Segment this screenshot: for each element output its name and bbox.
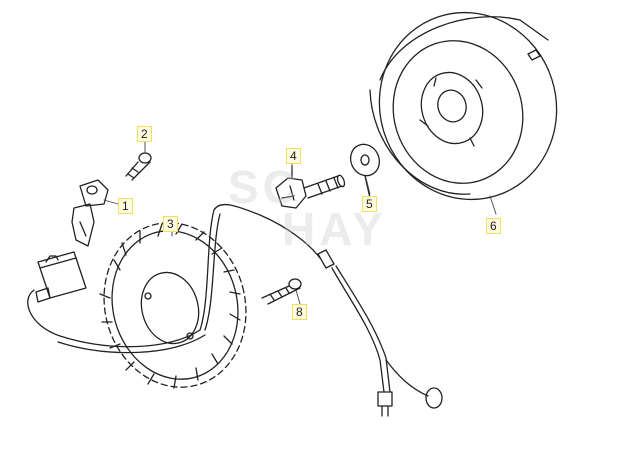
stator-bolt bbox=[261, 278, 302, 305]
callout-8: 8 bbox=[292, 304, 307, 320]
stator-coil bbox=[99, 222, 247, 389]
flywheel-rotor bbox=[369, 11, 558, 201]
leader-lines bbox=[103, 141, 497, 305]
pulser-screw bbox=[125, 152, 152, 181]
callout-5: 5 bbox=[362, 196, 377, 212]
callout-2: 2 bbox=[137, 126, 152, 142]
connector-block bbox=[35, 251, 87, 303]
washer bbox=[349, 143, 381, 199]
callout-4: 4 bbox=[286, 148, 301, 164]
pulser-coil bbox=[71, 179, 109, 247]
watermark-line-1: SC bbox=[228, 161, 300, 213]
callout-3: 3 bbox=[163, 216, 178, 232]
callout-1: 1 bbox=[118, 198, 133, 214]
callout-6: 6 bbox=[486, 218, 501, 234]
stator-wiring bbox=[27, 203, 443, 417]
